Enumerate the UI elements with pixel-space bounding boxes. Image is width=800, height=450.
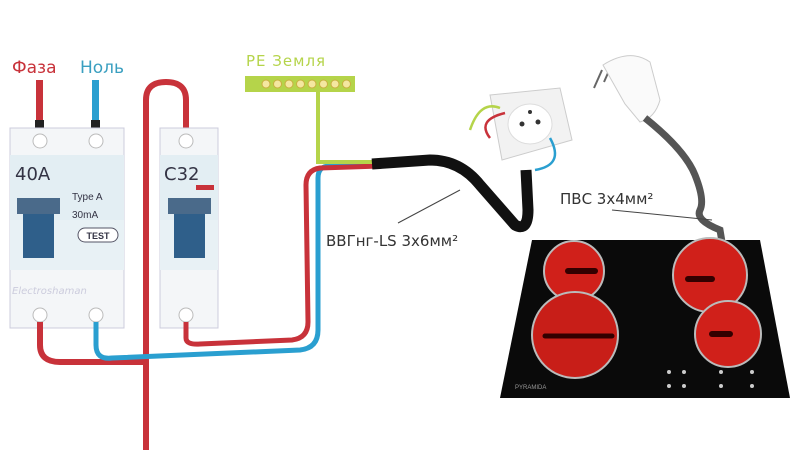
incoming-phase-wire (36, 80, 43, 122)
touch-control-button[interactable] (750, 370, 754, 374)
screw-icon (296, 79, 305, 89)
circuit-breaker: C32 (159, 127, 219, 329)
watermark: Electroshaman (12, 286, 87, 297)
rcd-test-button[interactable] (77, 227, 119, 243)
screw-icon (273, 79, 282, 89)
socket-hole (535, 119, 541, 125)
cable-hob-pointer (611, 209, 713, 221)
breaker-rating: C32 (164, 164, 199, 185)
rcd-lever-top (17, 198, 60, 214)
socket-hole (519, 121, 525, 127)
rcd-rating: 40A (15, 164, 51, 185)
touch-control-button[interactable] (750, 384, 754, 388)
screw-icon (284, 79, 294, 89)
phase-wire-tip (35, 120, 44, 130)
cable-main-pointer (397, 189, 461, 224)
socket-neutral-arrow (534, 137, 557, 172)
screw-icon (32, 307, 48, 323)
earth-wire (316, 92, 380, 164)
screw-icon (261, 79, 271, 89)
cable-hob-label: ПВС 3х4мм² (560, 190, 653, 208)
socket-face (507, 103, 553, 145)
screw-icon (178, 307, 194, 323)
neutral-out-wire (93, 161, 381, 361)
screw-icon (330, 79, 340, 89)
touch-controls[interactable] (667, 370, 754, 388)
hob-cable (642, 115, 726, 243)
power-socket (489, 87, 573, 161)
touch-control-button[interactable] (719, 384, 723, 388)
pe-bus-screws (261, 79, 351, 89)
touch-control-button[interactable] (667, 370, 671, 374)
screw-icon (307, 79, 317, 89)
screw-icon (88, 133, 104, 149)
incoming-neutral-wire (92, 80, 99, 122)
cooktop: PYRAMIDA (500, 237, 790, 398)
cable-main-label: ВВГнг-LS 3х6мм² (326, 232, 458, 250)
rcd-type: Type A (72, 192, 103, 203)
breaker-indicator (196, 185, 214, 190)
screw-icon (342, 79, 351, 89)
phase-label: Фаза (12, 58, 57, 78)
pe-label: PE Земля (246, 52, 326, 70)
burner-top-right (672, 237, 748, 313)
rcd-device: 40A Type A 30mA TEST Electroshaman (9, 127, 125, 329)
socket-phase-arrow (484, 111, 506, 139)
plug-body (602, 55, 661, 123)
screw-icon (32, 133, 48, 149)
main-cable (371, 154, 534, 233)
touch-control-button[interactable] (667, 384, 671, 388)
power-plug (593, 55, 661, 123)
touch-control-button[interactable] (682, 370, 686, 374)
screw-icon (88, 307, 104, 323)
jumper-wire-top (143, 78, 189, 450)
plug-pin (593, 69, 603, 89)
rcd-current: 30mA (72, 210, 98, 221)
hob-brand: PYRAMIDA (515, 385, 546, 391)
neutral-label: Ноль (80, 58, 124, 78)
rcd-test-label: TEST (86, 231, 110, 241)
socket-hole (528, 110, 532, 114)
touch-control-button[interactable] (682, 384, 686, 388)
breaker-lever-top (168, 198, 211, 214)
touch-control-button[interactable] (719, 370, 723, 374)
rcd-phase-out-wire (37, 322, 146, 365)
screw-icon (319, 79, 328, 89)
phase-out-wire (183, 163, 381, 347)
screw-icon (178, 133, 194, 149)
neutral-wire-tip (91, 120, 100, 130)
socket-earth-arrow (468, 105, 501, 131)
